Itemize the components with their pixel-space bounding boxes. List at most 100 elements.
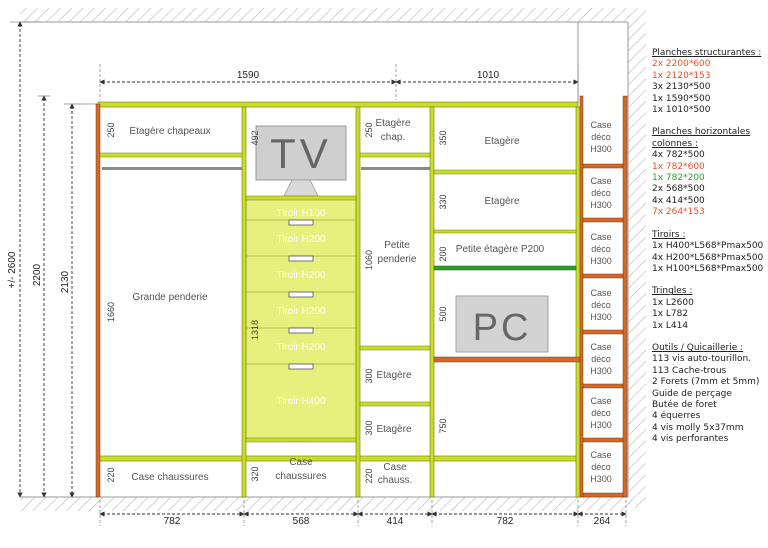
svg-text:H300: H300 — [590, 256, 612, 266]
drawer-label-1: Tiroir H100 — [276, 208, 326, 219]
legend-rods-item-3: 1x L414 — [652, 320, 689, 331]
drawer-label-6: Tiroir H400 — [276, 396, 326, 407]
legend-horizontal-item-1: 4x 782*500 — [652, 150, 705, 161]
label-petite-penderie-b: penderie — [378, 254, 417, 265]
svg-text:Case: Case — [590, 288, 611, 298]
legend-horizontal-item-6: 7x 264*153 — [652, 207, 705, 218]
svg-text:Case: Case — [590, 120, 611, 130]
dim-750: 750 — [438, 418, 448, 433]
legend-tools-item-2: 113 Cache-trous — [652, 365, 727, 376]
label-case-chaussures-2b: chaussures — [275, 471, 326, 482]
legend-rods-item-2: 1x L782 — [652, 309, 689, 320]
legend-tools: Outils / Quicaillerie : 113 vis auto-tou… — [652, 343, 766, 446]
legend-structural-item-2: 1x 2120*153 — [652, 70, 711, 81]
hanging-rods — [102, 167, 430, 170]
dim-250-b: 250 — [364, 122, 374, 137]
label-case-chauss-a: Case — [383, 462, 407, 473]
legend-tools-item-1: 113 vis auto-tourillon. — [652, 354, 752, 365]
dim-top-left: 1590 — [237, 70, 260, 81]
bottom-panel — [97, 455, 579, 462]
dim-1318: 1318 — [250, 320, 260, 340]
legend-structural: Planches structurantes : 2x 2200*600 1x … — [652, 48, 766, 116]
svg-text:déco: déco — [591, 300, 611, 310]
legend-horizontal-item-4: 2x 568*500 — [652, 184, 705, 195]
legend-tools-item-7: 4 vis molly 5x37mm — [652, 422, 744, 433]
dim-bottom-2: 568 — [293, 516, 310, 527]
deco-shelves — [582, 163, 624, 498]
legend-structural-item-5: 1x 1010*500 — [652, 105, 711, 116]
dim-bottom-3: 414 — [387, 516, 404, 527]
top-dimensions: 1590 1010 — [99, 64, 579, 100]
label-etagere-col3-1: Etagère — [376, 370, 411, 381]
tv-area: TV — [255, 125, 347, 197]
label-etagere-col3-2: Etagère — [376, 424, 411, 435]
label-grande-penderie: Grande penderie — [132, 292, 207, 303]
label-etagere-chapeaux: Etagère chapeaux — [129, 126, 210, 137]
svg-text:déco: déco — [591, 462, 611, 472]
pc-area: PC — [455, 295, 549, 353]
legend-structural-item-4: 1x 1590*500 — [652, 93, 711, 104]
inner-dimensions: 250 1660 220 492 1318 320 250 1060 300 3… — [106, 122, 448, 483]
compartment-labels: Etagère chapeaux Grande penderie Case ch… — [129, 118, 544, 486]
label-etagere-col4-2: Etagère — [484, 196, 519, 207]
wall-hatching — [20, 8, 646, 511]
dim-500: 500 — [438, 306, 448, 321]
svg-text:Case: Case — [590, 176, 611, 186]
left-dimensions: +/- 2600 2200 2130 — [7, 21, 100, 498]
pc-label: PC — [473, 307, 532, 349]
legend-horizontal-item-3: 1x 782*200 — [652, 173, 705, 184]
dim-200: 200 — [438, 246, 448, 261]
label-case-chauss-b: chauss. — [378, 475, 412, 486]
dim-left-2200: 2200 — [32, 263, 43, 286]
legend-structural-title: Planches structurantes : — [652, 48, 762, 58]
legend-tools-title: Outils / Quicaillerie : — [652, 342, 744, 353]
dim-300-b: 300 — [364, 420, 374, 435]
legend-drawers-item-3: 1x H100*L568*Pmax500 — [652, 263, 764, 274]
label-etagere-chap-a: Etagère — [375, 118, 410, 129]
tv-label: TV — [270, 130, 332, 177]
dim-220-a: 220 — [106, 467, 116, 482]
dim-492: 492 — [250, 130, 260, 145]
tv-screen — [255, 125, 347, 181]
legend-tools-item-6: 4 équerres — [652, 411, 701, 422]
svg-text:déco: déco — [591, 408, 611, 418]
dim-top-right: 1010 — [477, 70, 500, 81]
legend-rods-item-1: 1x L2600 — [652, 297, 694, 308]
dim-300-a: 300 — [364, 368, 374, 383]
tv-stand — [283, 179, 319, 197]
dim-250-a: 250 — [106, 122, 116, 137]
legend-horizontal-item-5: 4x 414*500 — [652, 195, 705, 206]
drawer-label-2: Tiroir H200 — [276, 234, 326, 245]
legend-horizontal: Planches horizontales colonnes : 4x 782*… — [652, 127, 766, 218]
svg-text:déco: déco — [591, 244, 611, 254]
label-etagere-chap-b: chap. — [381, 132, 405, 143]
bottom-dimensions: 782 568 414 782 264 — [99, 500, 627, 527]
dim-350: 350 — [438, 130, 448, 145]
svg-text:H300: H300 — [590, 200, 612, 210]
legend-drawers-item-2: 4x H200*L568*Pmax500 — [652, 252, 764, 263]
dim-bottom-5: 264 — [594, 516, 611, 527]
legend-tools-item-4: Guide de perçage — [652, 388, 732, 399]
svg-text:H300: H300 — [590, 420, 612, 430]
label-etagere-col4-1: Etagère — [484, 136, 519, 147]
legend-horizontal-item-2: 1x 782*600 — [652, 161, 705, 172]
dim-bottom-4: 782 — [497, 516, 514, 527]
drawer-label-4: Tiroir H200 — [276, 306, 326, 317]
legend-tools-item-3: 2 Forets (7mm et 5mm) — [652, 377, 760, 388]
dim-left-2130: 2130 — [60, 270, 71, 293]
dim-1060: 1060 — [364, 250, 374, 270]
dim-left-total: +/- 2600 — [7, 251, 18, 288]
label-case-chaussures-1: Case chaussures — [131, 472, 208, 483]
svg-text:déco: déco — [591, 132, 611, 142]
side-panels — [95, 95, 628, 498]
legend-horizontal-title: Planches horizontales colonnes : — [652, 127, 751, 149]
label-petite-etagere: Petite étagère P200 — [456, 244, 545, 255]
drawer-lines — [246, 219, 356, 370]
legend-rods: Tringles : 1x L2600 1x L782 1x L414 — [652, 286, 766, 332]
dim-1660: 1660 — [106, 302, 116, 322]
drawer-label-5: Tiroir H200 — [276, 342, 326, 353]
legend-rods-title: Tringles : — [652, 286, 693, 297]
svg-text:Case: Case — [590, 232, 611, 242]
